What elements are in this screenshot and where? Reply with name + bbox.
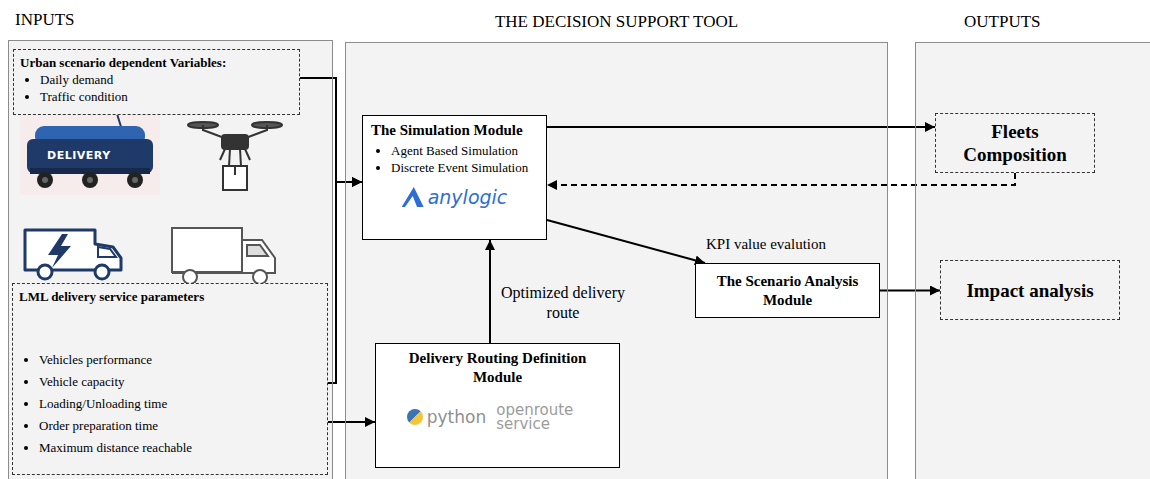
flow-arrow (489, 240, 491, 343)
bullet-item: Loading/Unloading time (39, 393, 321, 415)
logo-text: anylogic (371, 186, 538, 208)
flow-arrow (547, 126, 935, 128)
logo-text: python (407, 407, 486, 427)
panel-heading: OUTPUTS (964, 12, 1041, 32)
bullet-item: Order preparation time (39, 415, 321, 437)
edge-label: Optimized delivery route (497, 283, 629, 323)
vehicle-marking: DELIVERY (47, 149, 111, 162)
panel-ground (345, 42, 888, 479)
drone-illustration (188, 122, 282, 190)
box-title: The Simulation Module (371, 121, 538, 140)
panel-ground (8, 40, 333, 479)
annotation-text: KPI value evalution (706, 236, 826, 253)
bullet-item: Discrete Event Simulation (391, 159, 538, 176)
bullet-item: Daily demand (40, 71, 293, 88)
box-title: Impact analysis (966, 279, 1093, 302)
box-title: Delivery Routing Definition Module (384, 349, 611, 387)
bullet-item: Maximum distance reachable (39, 437, 321, 459)
module-box: The Simulation ModuleAgent Based Simulat… (362, 115, 547, 240)
box-title: Fleets Composition (942, 120, 1088, 166)
module-box: Delivery Routing Definition Module python… (375, 343, 620, 468)
flow-arrow (300, 78, 362, 182)
panel-ground (915, 42, 1150, 479)
output-box: Fleets Composition (935, 113, 1095, 173)
input-group-box: Urban scenario dependent Variables:Daily… (13, 49, 300, 115)
flow-arrow (328, 421, 375, 423)
bullet-item: Traffic condition (40, 88, 293, 105)
electric-van-illustration (25, 230, 121, 279)
bullet-item: Agent Based Simulation (391, 142, 538, 159)
panel-heading: THE DECISION SUPPORT TOOL (346, 12, 887, 32)
bullet-item: Vehicles performance (39, 349, 321, 371)
flow-arrow (547, 173, 1015, 185)
box-title: Urban scenario dependent Variables: (20, 54, 293, 71)
panel-heading: INPUTS (15, 10, 75, 30)
box-title: The Scenario Analysis Module (704, 272, 871, 310)
input-group-box: LML delivery service parametersVehicles … (12, 283, 328, 475)
output-box: Impact analysis (940, 260, 1120, 320)
flow-arrow (880, 290, 940, 292)
truck-illustration (172, 228, 275, 284)
bullet-item: Vehicle capacity (39, 371, 321, 393)
module-box: The Scenario Analysis Module (695, 263, 880, 318)
box-title: LML delivery service parameters (19, 288, 321, 305)
tool-panel: The Simulation ModuleAgent Based Simulat… (345, 42, 888, 479)
input-panel: Urban scenario dependent Variables:Daily… (8, 40, 333, 479)
output-panel: Fleets CompositionImpact analysisOUTPUTS (915, 42, 1150, 479)
flow-arrow (547, 220, 705, 263)
logo-text: openroute service (496, 403, 588, 431)
